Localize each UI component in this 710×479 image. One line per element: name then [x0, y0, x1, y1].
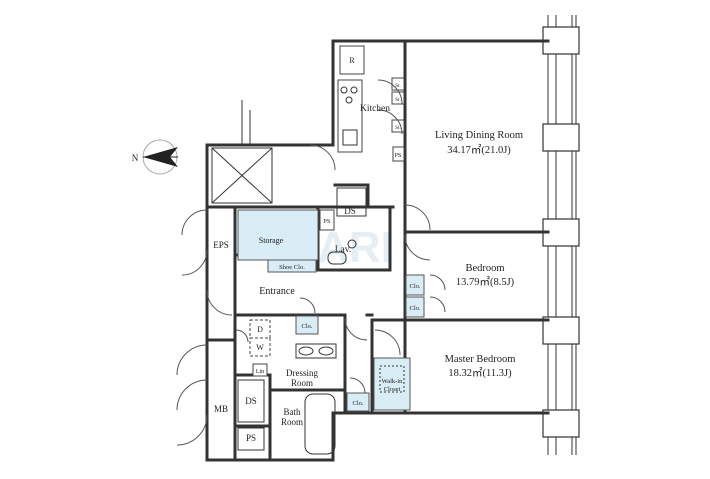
label-st-2: St.: [395, 98, 400, 103]
bedroom-closet-2: [405, 296, 425, 318]
label-bath-1: Bath: [284, 407, 301, 417]
label-ldk-name: Living Dining Room: [435, 130, 523, 141]
watermark: ARI: [317, 223, 393, 272]
doors: [176, 79, 446, 446]
label-dressing-1: Dressing: [286, 368, 318, 378]
dressing-sink: [295, 343, 337, 359]
bathtub: [304, 393, 336, 455]
void-shaft: [211, 147, 273, 204]
label-lav: Lav.: [335, 245, 352, 255]
label-bedroom-area: 13.79㎡(8.5J): [456, 276, 515, 288]
label-mb: MB: [214, 404, 228, 414]
master-closet: [346, 392, 370, 412]
label-washer: W: [256, 343, 264, 352]
storage-area: [237, 209, 319, 261]
label-st-1: St.: [395, 84, 400, 89]
label-dressing-2: Room: [291, 378, 313, 388]
label-clo-bed-2: Clo.: [409, 305, 420, 312]
label-ds-bottom: DS: [245, 396, 257, 406]
lav-ps: [319, 209, 335, 231]
label-kitchen: Kitchen: [360, 104, 390, 114]
label-ps-kitchen: PS: [395, 153, 402, 159]
washer-box: [249, 337, 271, 357]
lav-sink: [327, 239, 357, 265]
label-entrance: Entrance: [259, 286, 295, 297]
ds-box: [336, 187, 367, 217]
north-label: N: [132, 153, 139, 163]
label-ps-lav: PS: [324, 219, 331, 225]
label-clo-master: Clo.: [352, 400, 363, 407]
label-ldk-area: 34.17㎡(21.0J): [447, 144, 511, 156]
label-walkin-2: Closet: [384, 386, 401, 393]
exterior-facade: [542, 15, 580, 455]
linen-box: [252, 363, 268, 377]
label-eps: EPS: [213, 240, 229, 250]
shoe-closet: [267, 259, 317, 273]
label-dryer: D: [257, 325, 263, 334]
label-clo-bed-1: Clo.: [409, 283, 420, 290]
label-ds-top: DS: [344, 206, 356, 216]
north-arrow-icon: [142, 139, 178, 175]
label-bedroom-name: Bedroom: [465, 263, 504, 274]
label-refrigerator: R: [349, 56, 355, 65]
ds-box-2: [237, 379, 265, 423]
label-shoe-closet: Shoe Clo.: [279, 264, 305, 271]
label-master-name: Master Bedroom: [445, 354, 516, 365]
ps-box: [237, 427, 265, 451]
entrance-closet: [295, 315, 319, 335]
label-storage: Storage: [259, 236, 284, 245]
label-linen: Lin: [256, 369, 264, 375]
label-master-area: 18.32㎡(11.3J): [448, 367, 512, 379]
label-bath-2: Room: [281, 417, 303, 427]
label-ps-bottom: PS: [246, 433, 256, 443]
bedroom-closet-1: [405, 274, 425, 296]
label-walkin-1: Walk-in: [382, 378, 404, 385]
label-clo-entrance: Clo.: [301, 323, 312, 330]
kitchen-fixtures: [337, 45, 405, 162]
label-st-3: St.: [395, 126, 400, 131]
